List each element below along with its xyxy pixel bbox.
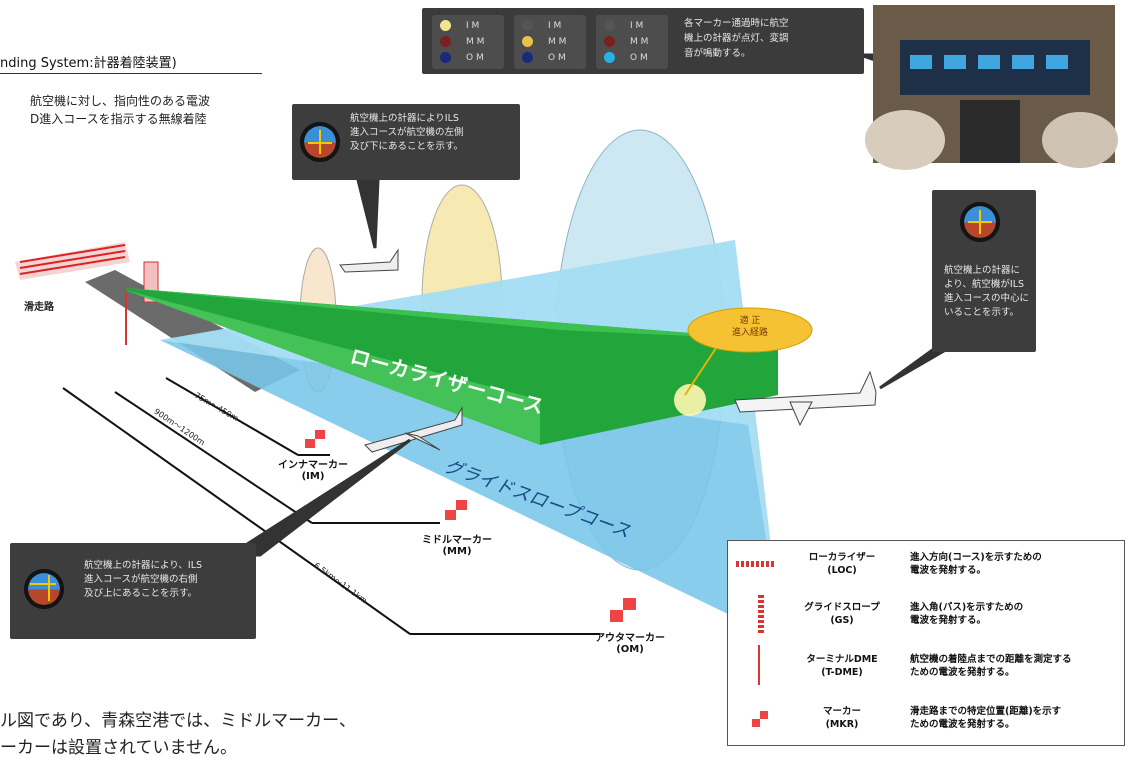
lamp-code: O M [548,53,566,63]
outer-marker-lamp [604,52,615,63]
callout-right-above: 航空機上の計器により、ILS 進入コースが航空機の右側 及び上にあることを示す。 [10,543,256,639]
legend-item-gs: グライドスロープ (GS) 進入角(パス)を示すための電波を発射する。 [728,593,1126,637]
indicator-group-2: I M M M O M [514,15,586,69]
legend-code: (MKR) [825,719,859,730]
aircraft-center [364,406,463,453]
lamp-code: O M [630,53,648,63]
callout-line: 及び下にあることを示す。 [350,141,464,152]
glideslope-symbol [758,593,764,633]
middle-marker-icon [445,500,467,520]
marker-indicator-panel: I M M M O M I M M M O M I M M M O M 各マーカ… [422,8,864,74]
legend-desc: ための電波を発射する。 [910,719,1015,730]
proper-path-bubble [687,307,813,353]
legend-desc: 電波を発射する。 [910,565,987,576]
callout-line: 進入コースが航空機の左側 [350,127,464,138]
legend-name: グライドスロープ [804,602,880,613]
system-title: nding System:計器着陸装置) [0,52,262,74]
legend-desc: ための電波を発射する。 [910,667,1015,678]
middle-marker-lamp [604,36,615,47]
lamp-code: I M [466,21,480,31]
outer-marker-lamp [522,52,533,63]
legend-code: (LOC) [827,565,857,576]
aircraft-top [339,248,399,273]
callout-line: いることを示す。 [944,307,1020,318]
callout-line: 及び上にあることを示す。 [84,588,198,599]
marker-name: インナマーカー [278,460,348,471]
localizer-symbol [736,561,776,567]
legend-box: ローカライザー (LOC) 進入方向(コース)を示すための電波を発射する。 グライ… [727,540,1125,746]
inner-marker-lamp [440,20,451,31]
callout-left-below: 航空機上の計器によりILS 進入コースが航空機の左側 及び下にあることを示す。 [292,104,520,180]
dme-symbol [758,645,760,685]
legend-item-mkr: マーカー (MKR) 滑走路までの特定位置(距離)を示すための電波を発射する。 [728,697,1126,741]
inner-marker-label: インナマーカー (IM) [268,456,358,482]
inner-marker-lamp [522,20,533,31]
indicator-group-3: I M M M O M [596,15,668,69]
marker-code: (OM) [616,644,644,655]
legend-name: ターミナルDME [806,654,878,665]
system-description-line1: 航空機に対し、指向性のある電波 [30,94,211,108]
callout-line: 航空機上の計器に [944,265,1021,276]
marker-code: (MM) [442,546,472,557]
outer-marker-lamp [440,52,451,63]
outer-marker-icon [610,598,636,622]
bubble-line: 適 正 [739,316,761,326]
system-description-line2: D進入コースを指示する無線着陸 [30,112,207,126]
callout-line: 進入コースの中心に [944,293,1030,304]
indicator-group-1: I M M M O M [432,15,504,69]
lamp-code: O M [466,53,484,63]
legend-desc: 進入方向(コース)を示すための [910,552,1042,563]
middle-marker-label: ミドルマーカー (MM) [412,531,502,557]
callout-line: 航空機上の計器により、ILS [84,560,203,571]
lamp-code: M M [630,37,649,47]
callout-line: 進入コースが航空機の右側 [84,574,198,585]
legend-desc: 電波を発射する。 [910,615,987,626]
marker-code: (IM) [301,471,325,482]
note-line: 音が鳴動する。 [684,48,751,59]
legend-item-loc: ローカライザー (LOC) 進入方向(コース)を示すための電波を発射する。 [728,545,1126,589]
legend-desc: 滑走路までの特定位置(距離)を示す [910,706,1062,717]
legend-name: マーカー [822,706,861,717]
lamp-code: I M [548,21,562,31]
runway-label: 滑走路 [24,302,54,313]
aircraft-right [734,370,877,427]
callout-centered: 航空機上の計器に より、航空機がILS 進入コースの中心に いることを示す。 [932,190,1036,352]
marker-symbol [752,711,768,727]
lamp-code: M M [548,37,567,47]
bubble-line: 進入経路 [731,328,768,338]
callout-line: より、航空機がILS [944,279,1025,290]
attitude-indicator-icon [960,202,1000,242]
middle-marker-lamp [440,36,451,47]
note-line: 各マーカー通過時に航空 [684,18,789,29]
legend-name: ローカライザー [808,552,876,563]
marker-panel-note: 各マーカー通過時に航空 機上の計器が点灯、変調 音が鳴動する。 [684,16,856,61]
note-line: 機上の計器が点灯、変調 [684,33,789,44]
callout-line: 航空機上の計器によりILS [350,113,459,124]
legend-desc: 航空機の着陸点までの距離を測定する [910,654,1072,665]
legend-item-tdme: ターミナルDME (T-DME) 航空機の着陸点までの距離を測定するための電波を発… [728,645,1126,689]
footer-line2: ーカーは設置されていません。 [0,738,237,758]
legend-code: (T-DME) [821,667,863,678]
middle-marker-lamp [522,36,533,47]
legend-code: (GS) [830,615,854,626]
proper-path-label: 適 正 進入経路 [700,315,800,339]
lamp-code: I M [630,21,644,31]
marker-name: ミドルマーカー [422,535,492,546]
inner-marker-icon [305,430,325,448]
inner-marker-lamp [604,20,615,31]
attitude-indicator-icon [300,122,340,162]
marker-name: アウタマーカー [595,633,665,644]
lamp-code: M M [466,37,485,47]
legend-desc: 進入角(パス)を示すための [910,602,1024,613]
footer-line1: ル図であり、青森空港では、ミドルマーカー、 [0,711,356,731]
outer-marker-label: アウタマーカー (OM) [580,629,680,655]
attitude-indicator-icon [24,569,64,609]
